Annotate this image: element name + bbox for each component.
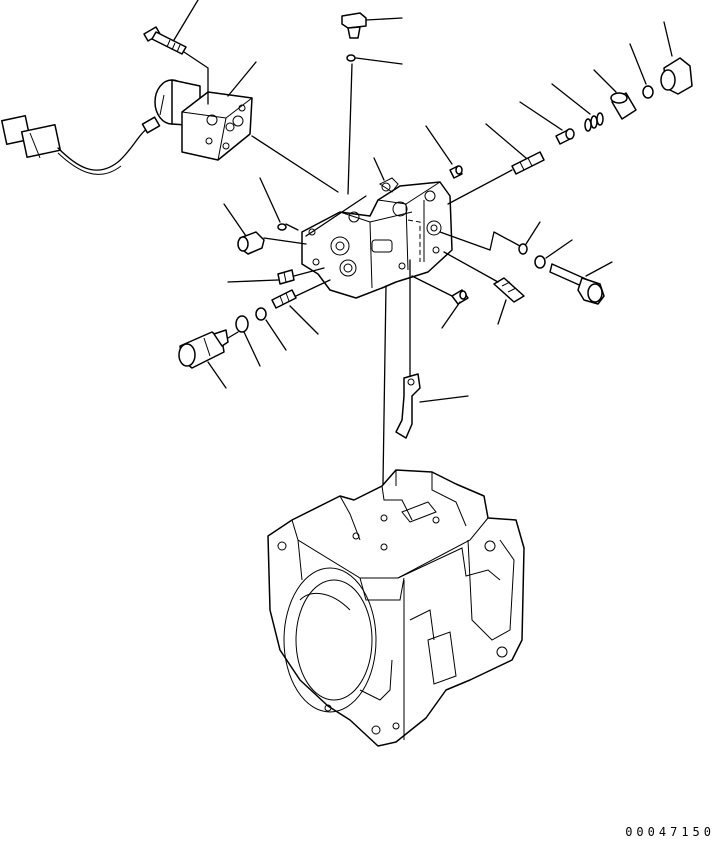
mounting-bolt — [143, 26, 187, 55]
o-ring-left-small — [277, 223, 287, 231]
solenoid-coil — [154, 79, 201, 127]
plug-left — [237, 231, 265, 255]
check-valve-fitting — [271, 289, 297, 309]
harness-wire — [57, 127, 149, 171]
harness-wire-inner — [57, 152, 122, 175]
sleeve — [610, 92, 637, 120]
adjusting-screw — [549, 263, 605, 305]
small-plug — [449, 165, 463, 179]
solenoid-block — [181, 91, 253, 161]
drawing-number: 00047150 — [625, 825, 715, 839]
pump-case — [267, 469, 525, 747]
harness-connector — [1, 115, 62, 159]
leader-lines — [173, 0, 673, 403]
control-valve-body — [301, 177, 453, 299]
pressure-valve-left — [178, 329, 229, 369]
bolt-assembly-line — [183, 51, 209, 105]
relief-cartridge — [493, 277, 525, 303]
spool-pin — [555, 128, 575, 145]
wire-grommet — [141, 116, 161, 134]
o-ring-right-lower — [518, 243, 528, 255]
o-ring-right-lower-2 — [534, 255, 546, 269]
assembly-lines — [227, 63, 521, 549]
orifice-fitting — [277, 269, 295, 285]
o-ring-lower-1 — [255, 307, 267, 321]
plug-large-right — [660, 57, 693, 95]
shim-stack — [584, 112, 604, 132]
lower-plug — [451, 289, 469, 305]
spool — [511, 151, 545, 175]
o-ring-lower-2 — [235, 315, 249, 333]
plug-top — [341, 12, 367, 39]
servo-lever — [395, 373, 421, 439]
o-ring-top — [346, 54, 356, 62]
o-ring-right — [642, 85, 654, 99]
solenoid-valve-assembly — [1, 26, 253, 175]
